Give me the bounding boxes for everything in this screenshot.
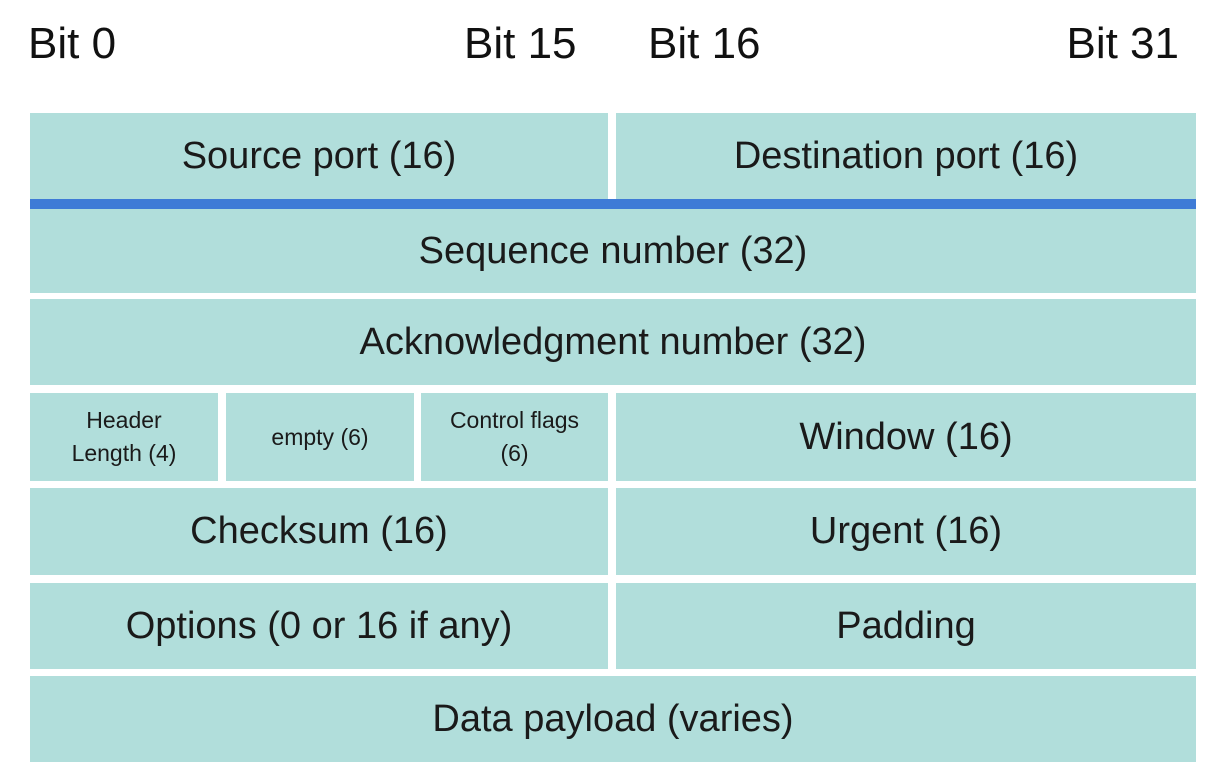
sequence-number-field: Sequence number (32) bbox=[30, 209, 1196, 293]
destination-port-field: Destination port (16) bbox=[616, 113, 1196, 199]
window-field: Window (16) bbox=[616, 393, 1196, 481]
control-flags-field: Control flags (6) bbox=[421, 393, 608, 481]
bit-16-label: Bit 16 bbox=[648, 19, 761, 68]
bit-15-label: Bit 15 bbox=[464, 19, 577, 68]
header-length-field: Header Length (4) bbox=[30, 393, 218, 481]
source-port-field: Source port (16) bbox=[30, 113, 608, 199]
row-divider-line bbox=[30, 199, 1196, 209]
bit-31-label: Bit 31 bbox=[1066, 19, 1179, 68]
empty-field: empty (6) bbox=[226, 393, 414, 481]
padding-field: Padding bbox=[616, 583, 1196, 669]
options-field: Options (0 or 16 if any) bbox=[30, 583, 608, 669]
bit-0-label: Bit 0 bbox=[28, 19, 117, 68]
urgent-field: Urgent (16) bbox=[616, 488, 1196, 575]
checksum-field: Checksum (16) bbox=[30, 488, 608, 575]
acknowledgment-number-field: Acknowledgment number (32) bbox=[30, 299, 1196, 385]
data-payload-field: Data payload (varies) bbox=[30, 676, 1196, 762]
